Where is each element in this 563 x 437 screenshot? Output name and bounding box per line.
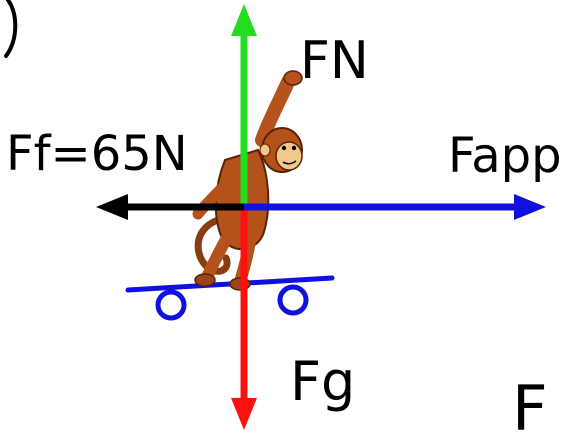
normal-force-arrow: [231, 4, 257, 207]
gravity-force-arrow: [231, 207, 257, 430]
friction-force-label: Ff=65N: [6, 126, 188, 182]
normal-force-label: FN: [300, 31, 369, 91]
applied-force-label: Fapp: [448, 128, 562, 184]
cut-off-force-label: F: [512, 372, 548, 437]
applied-force-arrow: [244, 194, 546, 220]
friction-force-arrow: [96, 194, 244, 220]
monkey-icon: [192, 70, 303, 291]
gravity-force-label: Fg: [290, 350, 355, 413]
bracket-mark: [4, 0, 18, 58]
